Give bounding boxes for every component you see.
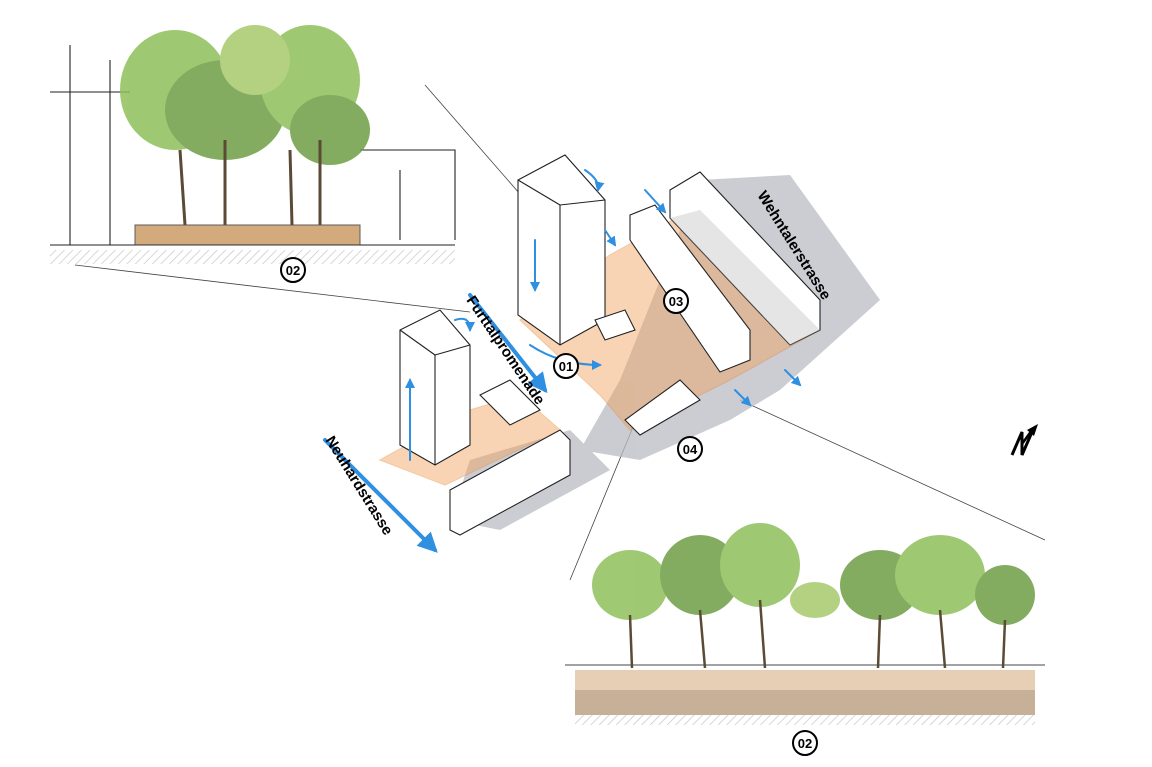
movement-arrows [323, 169, 802, 553]
street-label-neuhardstrasse: Neuhardstrasse [322, 433, 397, 538]
tower-01 [517, 154, 636, 346]
svg-text:04: 04 [683, 442, 698, 457]
north-arrow-icon: N [0, 0, 1038, 456]
marker-01: 01 [553, 353, 579, 379]
marker-04: 04 [677, 436, 703, 462]
svg-text:03: 03 [669, 294, 683, 309]
svg-text:01: 01 [559, 359, 573, 374]
marker-02-bottom: 02 [792, 730, 818, 756]
leader-lines [74, 84, 1046, 581]
tower-left [399, 309, 701, 536]
marker-02-top: 02 [280, 257, 306, 283]
svg-text:02: 02 [798, 736, 812, 751]
svg-text:N: N [0, 0, 1, 1]
buildings-wehntalerstrasse [629, 171, 821, 373]
tree-canopy [120, 25, 370, 165]
marker-03: 03 [663, 288, 689, 314]
vignette-park-trees [565, 523, 1045, 725]
svg-text:02: 02 [286, 263, 300, 278]
vignette-courtyard-trees [50, 25, 456, 264]
